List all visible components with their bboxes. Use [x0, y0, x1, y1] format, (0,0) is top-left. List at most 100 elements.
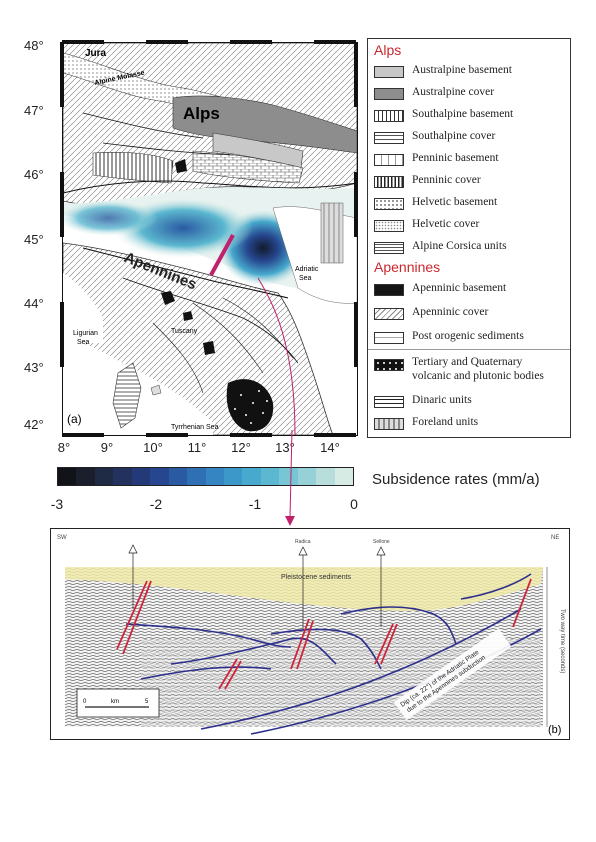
well-icon — [128, 544, 138, 554]
label-tyrrhenian-sea: Tyrrhenian Sea — [171, 424, 219, 431]
frame-bar-bottom-2 — [146, 433, 188, 437]
legend-label: Penninic basement — [412, 152, 499, 164]
map-legend: Alps Austral​pine basement Australpine c… — [367, 38, 571, 438]
legend-item: Australpine cover — [374, 86, 568, 102]
label-jura: Jura — [85, 48, 107, 59]
colorbar-segment — [205, 468, 224, 485]
colorbar-tick: -1 — [248, 496, 262, 512]
legend-item: Dinaric units — [374, 394, 568, 410]
lon-label: 8° — [57, 440, 71, 455]
colorbar-segment — [223, 468, 243, 485]
colorbar-segment — [168, 468, 188, 485]
map-panel-label: (a) — [67, 412, 82, 426]
well-icon — [376, 546, 386, 556]
wells — [132, 553, 382, 629]
swatch-apenninic-basement — [374, 284, 404, 296]
lon-label: 9° — [100, 440, 114, 455]
swatch-australpine-cover — [374, 88, 404, 100]
legend-item: Foreland units — [374, 416, 568, 432]
legend-label: Apenninic basement — [412, 282, 507, 294]
colorbar-segment — [131, 468, 151, 485]
legend-item: Alpine Corsica units — [374, 240, 568, 256]
legend-label: Tertiary and Quaternary volcanic and plu… — [412, 356, 544, 382]
colorbar-title: Subsidence rates (mm/a) — [372, 471, 540, 488]
legend-item: Helvetic cover — [374, 218, 568, 234]
colorbar-segment — [113, 468, 132, 485]
frame-bar-left-2 — [60, 172, 64, 237]
legend-item: Helvetic basement — [374, 196, 568, 212]
legend-item: Penninic basement — [374, 152, 568, 168]
legend-label: Foreland units — [412, 416, 479, 428]
colorbar-segment — [94, 468, 114, 485]
legend-item: Southalpine basement — [374, 108, 568, 124]
legend-item: Post orogenic sediments — [374, 330, 568, 346]
section-link-line — [257, 277, 296, 435]
foreland-units — [320, 202, 344, 264]
legend-item: Apenninic basement — [374, 282, 568, 298]
swatch-foreland-units — [374, 418, 404, 430]
legend-heading-apennines: Apennines — [374, 259, 441, 275]
lon-label: 13° — [275, 440, 295, 455]
volcanic-dots — [234, 390, 268, 424]
legend-divider — [368, 349, 570, 350]
frame-bar-bottom-4 — [314, 433, 356, 437]
label-tuscany: Tuscany — [171, 328, 198, 335]
lat-label: 43° — [24, 360, 44, 375]
swatch-penninic-basement — [374, 154, 404, 166]
red-faults — [116, 578, 532, 690]
scale-five: 5 — [145, 699, 149, 705]
lon-label: 12° — [231, 440, 251, 455]
map-canvas: Jura Alpine Molasse Alps Apennines Adria… — [63, 43, 357, 435]
colorbar-segment — [242, 468, 261, 485]
frame-bar-right-2 — [354, 172, 358, 237]
colorbar-tick: -2 — [149, 496, 163, 512]
legend-label: Dinaric units — [412, 394, 472, 406]
lat-label: 44° — [24, 296, 44, 311]
lon-label: 10° — [143, 440, 163, 455]
legend-item: Austral​pine basement — [374, 64, 568, 80]
legend-label: Post orogenic sediments — [412, 330, 524, 342]
legend-label: Austral​pine basement — [412, 64, 512, 76]
label-ne: NE — [551, 535, 559, 541]
colorbar-segment — [187, 468, 206, 485]
frame-bar-right-1 — [354, 42, 358, 107]
colorbar-segment — [76, 468, 95, 485]
label-well-1: Radica — [295, 539, 311, 545]
legend-label: Southalpine basement — [412, 108, 514, 120]
pleistocene-wedge — [65, 567, 543, 611]
swatch-dinaric-units — [374, 396, 404, 408]
lon-label: 11° — [187, 440, 207, 455]
swatch-penninic-cover — [374, 176, 404, 188]
frame-bar-right-3 — [354, 302, 358, 367]
swatch-alpine-corsica — [374, 242, 404, 254]
corsica — [112, 362, 142, 429]
lon-label: 14° — [320, 440, 340, 455]
legend-item: Southalpine cover — [374, 130, 568, 146]
subsidence-colorbar — [57, 467, 354, 486]
swatch-southalpine-basement — [374, 110, 404, 122]
black-spot-alps — [175, 159, 187, 173]
label-pleistocene: Pleistocene sediments — [281, 574, 352, 581]
swatch-post-orogenic — [374, 332, 404, 344]
well-icon — [298, 546, 308, 556]
time-axis-label: Two way time (seconds) — [559, 609, 565, 673]
swatch-helvetic-basement — [374, 198, 404, 210]
legend-label: Southalpine cover — [412, 130, 496, 142]
seismic-canvas: Pleistocene sediments R — [57, 535, 565, 736]
legend-label: Australpine cover — [412, 86, 495, 98]
legend-item: Penninic cover — [374, 174, 568, 190]
geologic-map: Jura Alpine Molasse Alps Apennines Adria… — [62, 42, 358, 436]
penninic-cover — [92, 151, 174, 184]
connector-arrow — [285, 430, 295, 526]
label-sw: SW — [57, 535, 67, 541]
apenninic-basement-3 — [203, 341, 215, 355]
frame-bar-top-4 — [314, 40, 356, 44]
legend-label: Helvetic basement — [412, 196, 498, 208]
colorbar-segment — [334, 468, 353, 485]
legend-label: Apenninic cover — [412, 306, 489, 318]
legend-item: Apenninic cover — [374, 306, 568, 322]
colorbar-segment — [260, 468, 280, 485]
colorbar-tick: -3 — [50, 496, 64, 512]
